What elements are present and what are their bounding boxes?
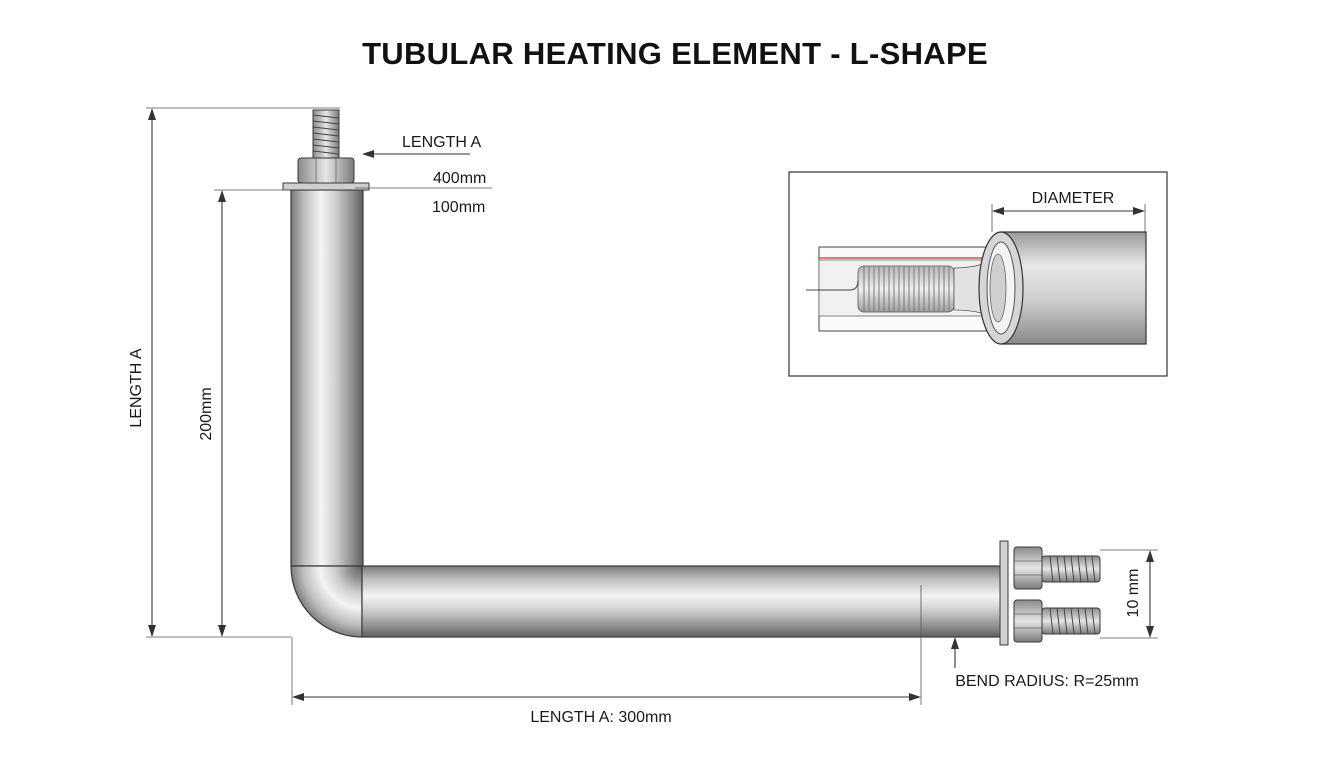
label-100mm: 100mm xyxy=(432,199,485,216)
label-length-a-left: LENGTH A xyxy=(128,348,145,427)
l-shaped-tube xyxy=(290,189,1007,638)
diameter-inset xyxy=(788,171,1168,377)
label-length-a-300mm: LENGTH A: 300mm xyxy=(530,709,671,726)
label-length-a-top: LENGTH A xyxy=(402,134,481,151)
label-400mm: 400mm xyxy=(433,170,486,187)
label-200mm: 200mm xyxy=(198,387,215,440)
top-terminal xyxy=(282,109,370,191)
label-diameter: DIAMETER xyxy=(1032,190,1115,207)
diagram-title: TUBULAR HEATING ELEMENT - L-SHAPE xyxy=(362,36,988,71)
right-terminals xyxy=(999,540,1101,646)
label-10mm: 10 mm xyxy=(1125,569,1142,618)
dimension-lines xyxy=(146,107,1158,705)
label-bend-radius: BEND RADIUS: R=25mm xyxy=(955,673,1139,690)
